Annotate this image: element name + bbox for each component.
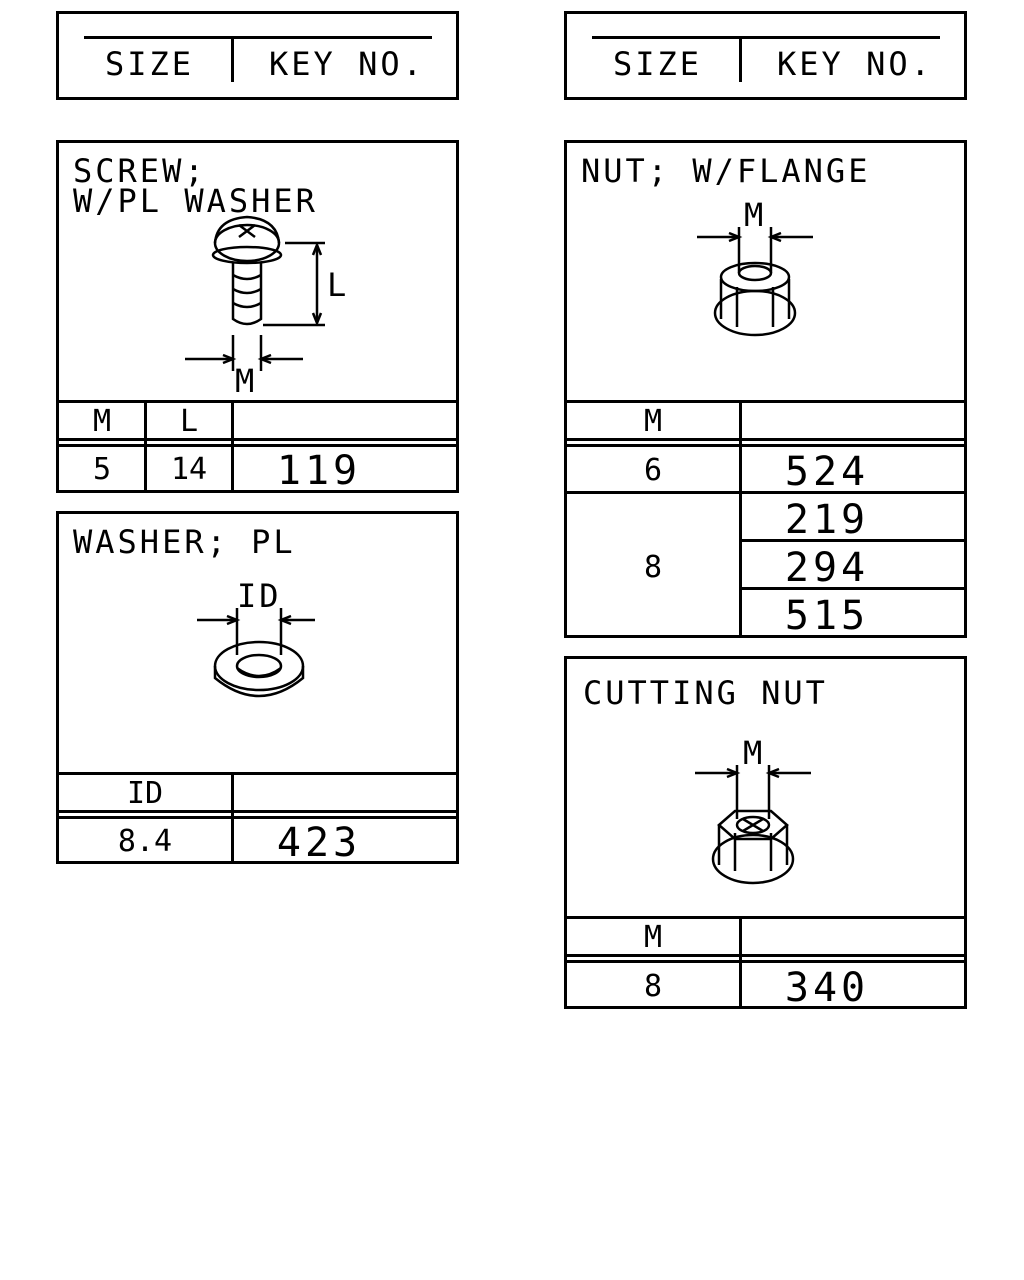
table-rule [567, 491, 964, 494]
nut-flange-val-m: 6 [643, 453, 663, 488]
nut-flange-col-m: M [643, 404, 663, 439]
table-rule [59, 438, 456, 441]
table-divider [231, 772, 234, 861]
washer-dim-id: ID [237, 577, 282, 615]
screw-col-l: L [179, 404, 199, 439]
table-rule [567, 444, 964, 447]
legend-divider [739, 36, 742, 82]
table-divider [231, 400, 234, 490]
table-rule [59, 444, 456, 447]
screw-dim-m: M [235, 362, 258, 400]
nut-flange-key-no: 294 [784, 545, 870, 591]
table-rule [741, 539, 964, 542]
table-rule [59, 810, 456, 813]
table-divider [739, 400, 742, 635]
screw-dim-l: L [327, 266, 350, 304]
cutting-nut-dim-m: M [743, 734, 766, 772]
legend-size-label: SIZE [105, 45, 195, 83]
nut-flange-key-no: 219 [784, 497, 870, 543]
legend-size-label: SIZE [613, 45, 703, 83]
table-rule [567, 954, 964, 957]
washer-illustration [197, 608, 315, 698]
cutting-nut-illustration [695, 765, 811, 885]
legend-divider [231, 36, 234, 82]
legend-box-right: SIZE KEY NO. [564, 11, 967, 100]
washer-col-id: ID [126, 776, 164, 811]
screw-panel: SCREW; W/PL WASHER [56, 140, 459, 493]
screw-val-l: 14 [170, 452, 208, 487]
screw-title-line2: W/PL WASHER [73, 182, 318, 220]
legend-box-left: SIZE KEY NO. [56, 11, 459, 100]
table-rule [741, 587, 964, 590]
table-rule [59, 772, 456, 775]
washer-title: WASHER; PL [73, 523, 296, 561]
screw-illustration [185, 215, 325, 371]
legend-rule [84, 36, 432, 39]
table-rule [567, 400, 964, 403]
nut-flange-val-m: 8 [643, 550, 663, 585]
nut-flange-title: NUT; W/FLANGE [581, 152, 871, 190]
table-rule [567, 916, 964, 919]
table-rule [567, 438, 964, 441]
screw-col-m: M [92, 404, 112, 439]
screw-val-m: 5 [92, 452, 112, 487]
table-divider [739, 916, 742, 1006]
nut-flange-dim-m: M [744, 196, 767, 234]
washer-key-no: 423 [276, 820, 362, 866]
cutting-nut-col-m: M [643, 920, 663, 955]
legend-key-label: KEY NO. [269, 45, 425, 83]
washer-val-id: 8.4 [117, 824, 173, 859]
table-rule [567, 960, 964, 963]
table-rule [59, 400, 456, 403]
table-divider [144, 400, 147, 490]
legend-key-label: KEY NO. [777, 45, 933, 83]
cutting-nut-key-no: 340 [784, 965, 870, 1011]
nut-flange-key-no: 524 [784, 449, 870, 495]
legend-rule [592, 36, 940, 39]
screw-key-no: 119 [276, 448, 362, 494]
table-rule [59, 816, 456, 819]
cutting-nut-panel: CUTTING NUT M M 8 340 [564, 656, 967, 1009]
flange-nut-illustration [697, 227, 813, 337]
washer-panel: WASHER; PL ID ID 8.4 423 [56, 511, 459, 864]
cutting-nut-title: CUTTING NUT [583, 674, 828, 712]
nut-flange-key-no: 515 [784, 593, 870, 639]
screw-title-line1: SCREW; [73, 152, 207, 190]
nut-flange-panel: NUT; W/FLANGE M M 6 524 8 219 294 515 [564, 140, 967, 638]
cutting-nut-val-m: 8 [643, 969, 663, 1004]
